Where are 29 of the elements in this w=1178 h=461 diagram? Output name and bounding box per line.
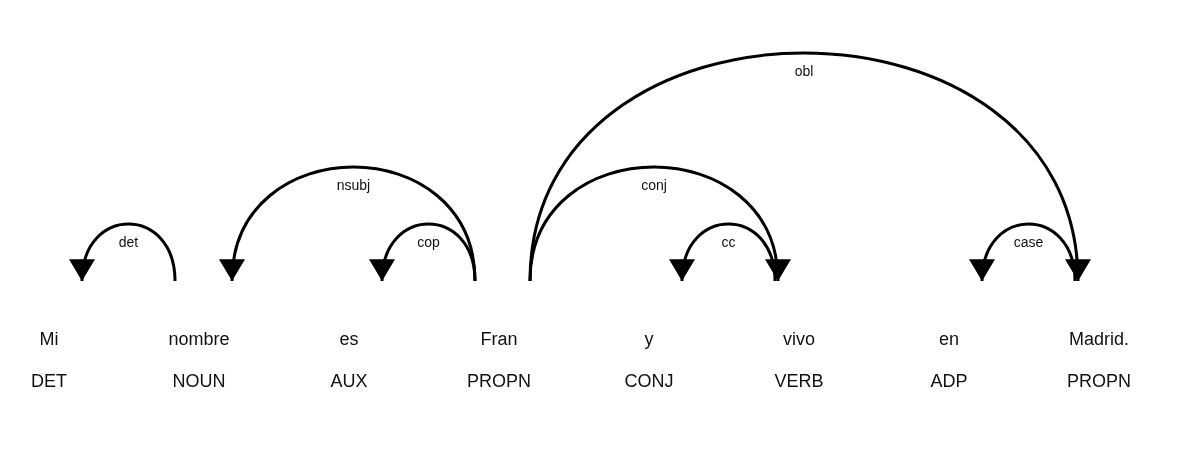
dependency-arc-arrow [222, 165, 477, 282]
dependency-arc-arrow [71, 222, 177, 282]
edge-label: case [1013, 234, 1044, 250]
edge-label: nsubj [336, 177, 371, 193]
part-of-speech-tag: DET [31, 370, 67, 392]
word-text: Mi [39, 328, 59, 350]
dependency-arc-arrow [528, 51, 1088, 282]
dependency-arc-arrow [671, 222, 777, 282]
part-of-speech-tag: AUX [330, 370, 368, 392]
word-text: es [339, 328, 359, 350]
edge-label: obl [794, 63, 814, 79]
word-text: Madrid. [1069, 328, 1129, 350]
edge-label: conj [641, 177, 667, 193]
dependency-arc-arrow [971, 222, 1077, 282]
edge-label: cop [417, 234, 440, 250]
part-of-speech-tag: VERB [774, 370, 824, 392]
part-of-speech-tag: PROPN [467, 370, 531, 392]
part-of-speech-tag: CONJ [624, 370, 674, 392]
dependency-arc-arrow [371, 222, 477, 282]
part-of-speech-tag: PROPN [1067, 370, 1131, 392]
word-text: Fran [480, 328, 518, 350]
word-text: en [939, 328, 959, 350]
word-text: vivo [783, 328, 815, 350]
word-text: nombre [168, 328, 230, 350]
edge-label: cc [721, 234, 736, 250]
part-of-speech-tag: NOUN [172, 370, 226, 392]
edge-label: det [118, 234, 139, 250]
part-of-speech-tag: ADP [930, 370, 968, 392]
word-text: y [644, 328, 654, 350]
